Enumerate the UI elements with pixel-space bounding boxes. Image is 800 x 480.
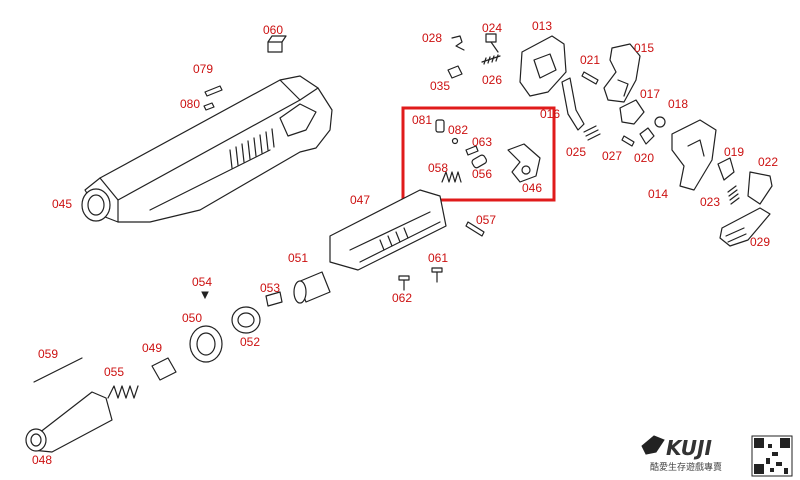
part-017 <box>619 99 645 125</box>
label-025: 025 <box>566 145 586 159</box>
brand-logo-text: KUJI <box>666 436 712 460</box>
label-019: 019 <box>724 145 744 159</box>
label-018: 018 <box>668 97 688 111</box>
pin-part-027 <box>621 135 635 147</box>
label-079: 079 <box>193 62 213 76</box>
label-058: 058 <box>428 161 448 175</box>
label-017: 017 <box>640 87 660 101</box>
screw-part-061 <box>431 267 443 283</box>
label-029: 029 <box>750 235 770 249</box>
label-051: 051 <box>288 251 308 265</box>
part-056 <box>471 154 488 169</box>
label-080: 080 <box>180 97 200 111</box>
label-047: 047 <box>350 193 370 207</box>
label-046: 046 <box>522 181 542 195</box>
label-062: 062 <box>392 291 412 305</box>
label-059: 059 <box>38 347 58 361</box>
label-060: 060 <box>263 23 283 37</box>
part-015 <box>603 43 641 103</box>
label-016: 016 <box>540 107 560 121</box>
part-014 <box>671 119 717 191</box>
label-048: 048 <box>32 453 52 467</box>
label-015: 015 <box>634 41 654 55</box>
screw-part-035 <box>447 65 463 79</box>
spring-part-020 <box>639 127 655 145</box>
label-057: 057 <box>476 213 496 227</box>
screw-part-062 <box>398 275 410 291</box>
label-026: 026 <box>482 73 502 87</box>
spring-part-058 <box>441 171 462 183</box>
barrel-part-048 <box>25 391 113 453</box>
label-045: 045 <box>52 197 72 211</box>
spring-part-025 <box>583 125 601 141</box>
ring-part-052 <box>231 306 261 334</box>
part-063 <box>465 145 479 156</box>
part-082 <box>451 137 459 145</box>
label-055: 055 <box>104 365 124 379</box>
part-029 <box>719 207 771 247</box>
brand-tagline: 酷愛生存遊戲專賣 <box>650 461 722 473</box>
pin-part-080 <box>203 102 215 111</box>
pin-part-021 <box>581 71 599 85</box>
label-020: 020 <box>634 151 654 165</box>
screw-part-024 <box>485 33 499 53</box>
part-053 <box>265 291 283 307</box>
part-047 <box>329 189 447 271</box>
label-028: 028 <box>422 31 442 45</box>
part-022 <box>747 171 773 205</box>
label-049: 049 <box>142 341 162 355</box>
part-046 <box>507 143 541 183</box>
label-054: 054 <box>192 275 212 289</box>
label-014: 014 <box>648 187 668 201</box>
screw-part-054 <box>201 291 209 300</box>
rod-part-059 <box>33 357 83 383</box>
slide-part-045 <box>81 35 333 223</box>
label-013: 013 <box>532 19 552 33</box>
label-024: 024 <box>482 21 502 35</box>
part-051 <box>293 271 331 304</box>
label-082: 082 <box>448 123 468 137</box>
label-056: 056 <box>472 167 492 181</box>
label-052: 052 <box>240 335 260 349</box>
brand-logo: KUJI 酷愛生存遊戲專賣 <box>641 435 722 473</box>
label-050: 050 <box>182 311 202 325</box>
label-053: 053 <box>260 281 280 295</box>
spring-part-023 <box>727 185 740 205</box>
part-016 <box>561 77 585 131</box>
label-035: 035 <box>430 79 450 93</box>
highlight-box <box>401 106 556 202</box>
label-061: 061 <box>428 251 448 265</box>
label-022: 022 <box>758 155 778 169</box>
qr-code <box>751 435 793 477</box>
part-081 <box>435 119 445 133</box>
part-019 <box>717 157 735 181</box>
part-013 <box>519 35 567 97</box>
label-081: 081 <box>412 113 432 127</box>
label-021: 021 <box>580 53 600 67</box>
part-018 <box>654 116 666 128</box>
label-063: 063 <box>472 135 492 149</box>
label-027: 027 <box>602 149 622 163</box>
part-049 <box>151 357 177 381</box>
spring-part-055 <box>107 385 139 399</box>
pin-part-079 <box>204 85 223 97</box>
spring-part-026 <box>481 54 501 65</box>
ring-part-050 <box>189 325 223 363</box>
spring-part-028 <box>451 35 465 51</box>
pin-part-057 <box>465 221 485 237</box>
label-023: 023 <box>700 195 720 209</box>
